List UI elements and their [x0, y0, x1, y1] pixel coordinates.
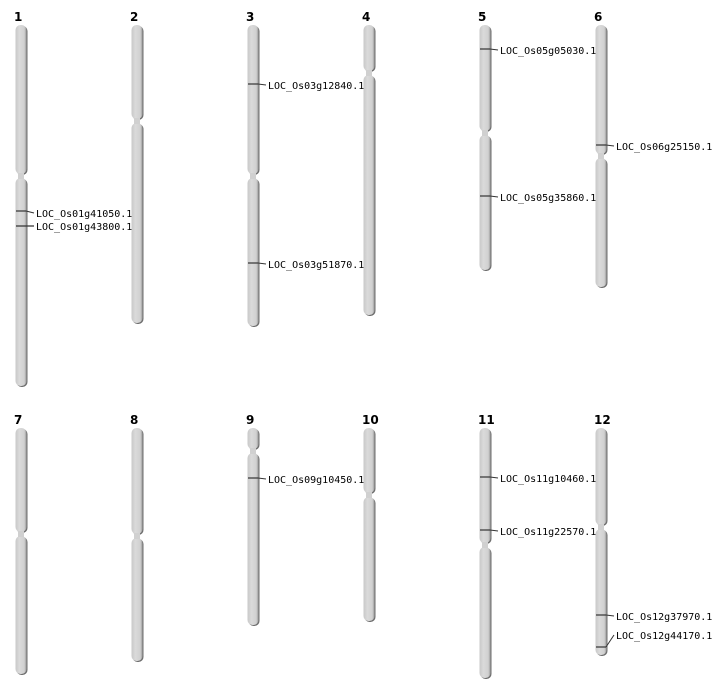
q-arm [479, 135, 491, 270]
chromosome-label: 7 [14, 413, 22, 427]
gene-label: LOC_Os05g35860.1 [500, 193, 596, 204]
p-arm [247, 428, 259, 449]
q-arm [247, 178, 259, 326]
centromere [18, 173, 24, 179]
gene-leader-line [257, 477, 267, 480]
chromosome-label: 12 [594, 413, 611, 427]
gene-label: LOC_Os01g43800.1 [36, 222, 132, 233]
p-arm [15, 428, 27, 532]
p-arm [363, 25, 375, 71]
chromosome-4: 4 [362, 10, 376, 316]
chromosome-label: 11 [478, 413, 495, 427]
chromosome-label: 3 [246, 10, 254, 24]
chromosome-label: 9 [246, 413, 254, 427]
p-arm [131, 428, 143, 534]
gene-leader-line [489, 476, 499, 479]
chromosome-10: 10 [362, 413, 379, 622]
gene-label: LOC_Os12g37970.1 [616, 612, 712, 623]
chromosome-label: 8 [130, 413, 138, 427]
centromere [482, 542, 488, 548]
gene-label: LOC_Os11g22570.1 [500, 527, 596, 538]
q-arm [363, 75, 375, 315]
chromosome-label: 1 [14, 10, 22, 24]
centromere [598, 524, 604, 530]
q-arm [15, 536, 27, 674]
p-arm [15, 25, 27, 174]
gene-leader-line [25, 210, 35, 214]
chromosome-label: 4 [362, 10, 370, 24]
centromere [598, 153, 604, 159]
chromosome-label: 6 [594, 10, 602, 24]
q-arm [363, 497, 375, 621]
p-arm [479, 25, 491, 131]
chromosome-2: 2 [130, 10, 144, 324]
chromosome-8: 8 [130, 413, 144, 662]
p-arm [131, 25, 143, 119]
gene-leader-line [605, 144, 615, 147]
gene-leader-line [605, 614, 615, 617]
gene-label: LOC_Os12g44170.1 [616, 631, 712, 642]
centromere [366, 492, 372, 498]
q-arm [479, 547, 491, 678]
centromere [366, 70, 372, 76]
gene-label: LOC_Os09g10450.1 [268, 475, 364, 486]
q-arm [247, 453, 259, 625]
gene-label: LOC_Os11g10460.1 [500, 474, 596, 485]
p-arm [595, 428, 607, 525]
q-arm [595, 529, 607, 655]
gene-label: LOC_Os03g51870.1 [268, 260, 364, 271]
q-arm [15, 178, 27, 386]
q-arm [131, 123, 143, 323]
gene-leader-line [257, 262, 267, 265]
gene-leader-line [489, 529, 499, 532]
p-arm [479, 428, 491, 543]
chromosome-label: 2 [130, 10, 138, 24]
gene-label: LOC_Os05g05030.1 [500, 46, 596, 57]
p-arm [247, 25, 259, 174]
p-arm [595, 25, 607, 154]
centromere [482, 130, 488, 136]
gene-leader-line [489, 195, 499, 198]
gene-leader-line [489, 48, 499, 51]
q-arm [595, 158, 607, 287]
gene-leader-line [257, 83, 267, 86]
centromere [18, 531, 24, 537]
centromere [250, 173, 256, 179]
chromosome-label: 5 [478, 10, 486, 24]
p-arm [363, 428, 375, 493]
gene-leader-line [605, 634, 615, 648]
gene-label: LOC_Os06g25150.1 [616, 142, 712, 153]
centromere [134, 118, 140, 124]
centromere [134, 533, 140, 539]
q-arm [131, 538, 143, 661]
gene-label: LOC_Os01g41050.1 [36, 209, 132, 220]
chromosome-label: 10 [362, 413, 379, 427]
centromere [250, 448, 256, 454]
chromosome-7: 7 [14, 413, 28, 675]
gene-label: LOC_Os03g12840.1 [268, 81, 364, 92]
